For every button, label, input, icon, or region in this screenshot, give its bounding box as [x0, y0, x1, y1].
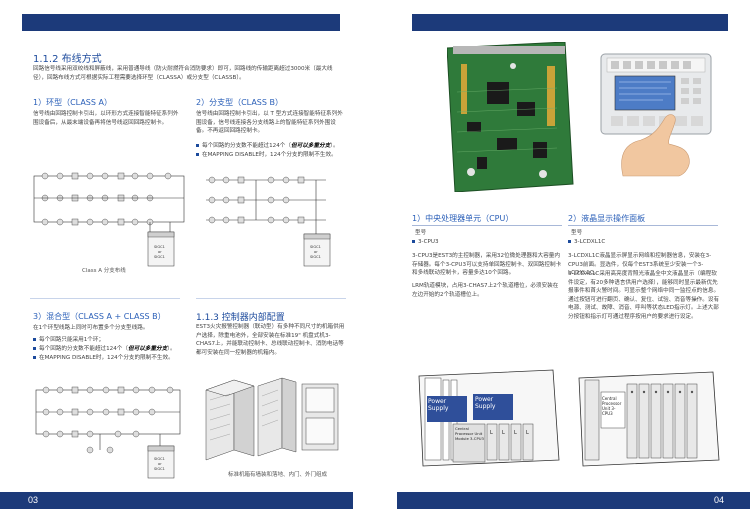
bullet-dot [412, 240, 415, 243]
svg-text:SIGC1: SIGC1 [310, 255, 321, 259]
class-b-bullet-1: 每个回路的分支数不能超过124个（但可以多重分支）。 [196, 142, 346, 151]
class-b-title: 2）分支型（CLASS B） [196, 98, 283, 107]
page-number: 03 [28, 495, 39, 505]
svg-text:or: or [314, 250, 318, 254]
slot-label: L [526, 430, 529, 436]
footer-bar: 03 [0, 492, 353, 509]
page-number: 04 [713, 495, 724, 505]
cabinet-illustration [205, 377, 339, 461]
class-b-diagram: SIGC1 or SIGC1 [206, 176, 331, 267]
cpu-text-1: 3-CPU3是EST3的主控制器，采用32位微处理器和大容量内存储器。每个3-C… [412, 253, 562, 277]
lcd-title: 2）液晶显示操作面板 [568, 214, 646, 223]
cpu-board-photo [447, 42, 574, 192]
mixed-diagram: SIGC1 or SIGC1 [35, 386, 181, 479]
bullet-dot [196, 144, 199, 147]
power-supply-label-2: Power Supply [475, 396, 496, 410]
cpu-text-2: LRM轨道模块，占用3-CHAS7上2个轨道槽位，必须安装在左边开始的2个轨道槽… [412, 283, 559, 298]
svg-text:SIGC1: SIGC1 [154, 245, 165, 249]
lcd-text-2: 3-LCDXL1C采用高亮度背照光液晶全中文液晶显示（编程软件设定，有20多种语… [568, 271, 720, 320]
slot-label: L [514, 430, 517, 436]
section-1-1-3-text: EST3火灾报警控制器（联动型）有多种不同尺寸的机箱供用户选择，除重电池外，全部… [196, 324, 345, 356]
class-b-text: 信号线由回路控制卡引出，以 T 型方式连接智能特征系列外围设备，信号线连接各分支… [196, 111, 343, 135]
svg-text:SIGC1: SIGC1 [154, 255, 165, 259]
lcd-model: 3-LCDXL1C [568, 238, 605, 247]
top-banner [22, 14, 340, 31]
divider [196, 298, 346, 299]
cpu-model: 3-CPU3 [412, 238, 439, 247]
svg-text:or: or [158, 250, 162, 254]
divider [412, 225, 562, 226]
slot-label: L [490, 430, 493, 436]
mixed-text: 在1个环型线路上同时可布置多个分支型线路。 [33, 325, 149, 331]
mixed-bullet-2: 每个回路的分支数不能超过124个（但可以多重分支）。 [33, 345, 188, 354]
mixed-title: 3）混合型（CLASS A + CLASS B） [33, 312, 166, 321]
cpu-title: 1）中央处理器单元（CPU） [412, 214, 514, 223]
footer-bar: 04 [397, 492, 750, 509]
section-title-1-1-2: 1.1.2 布线方式 [33, 54, 102, 65]
lcd-chassis-diagram: Central Processor Unit 3-CPU3 [575, 370, 725, 468]
chassis-outline [418, 369, 560, 467]
cpu-model-label: 型号 [415, 230, 427, 236]
mixed-bullet-3: 在MAPPING DISABLE时，124个分支的限制不生效。 [33, 354, 188, 363]
bullet-dot [33, 338, 36, 341]
lcd-model-label: 型号 [571, 230, 583, 236]
mixed-bullet-1: 每个回路只能采用1个环； [33, 336, 188, 345]
chassis-outline [578, 371, 720, 467]
class-a-title: 1）环型（CLASS A） [33, 98, 112, 107]
bullet-dot [568, 240, 571, 243]
svg-text:SIGC1: SIGC1 [154, 467, 165, 471]
power-supply-label-1: Power Supply [428, 398, 449, 412]
bullet-dot [196, 153, 199, 156]
svg-text:or: or [158, 462, 162, 466]
slot-label: L [502, 430, 505, 436]
bullet-dot [33, 347, 36, 350]
intro-text: 回路信号线采用双绞线和屏蔽线，采用普通导线（防火耐燃符合消防要求）即可，回路线的… [33, 66, 333, 81]
left-page: 1.1.2 布线方式 回路信号线采用双绞线和屏蔽线，采用普通导线（防火耐燃符合消… [0, 14, 353, 509]
class-b-bullet-2: 在MAPPING DISABLE时，124个分支的限制不生效。 [196, 151, 346, 160]
class-a-caption: Class A 分支布线 [82, 268, 126, 274]
divider [30, 298, 180, 299]
bullet-dot [33, 356, 36, 359]
cpu-module-label: Central Processor Unit Module 3-CPU3 [455, 426, 484, 441]
right-page: 1）中央处理器单元（CPU） 型号 3-CPU3 3-CPU3是EST3的主控制… [375, 0, 750, 524]
svg-text:SIGC1: SIGC1 [154, 457, 165, 461]
lcd-text-1: 3-LCDXL1C液晶显示屏显示网络和控制器信息，安装在3-CPU3前面。显选件… [568, 253, 712, 277]
top-banner [412, 14, 728, 31]
class-a-diagram: SIGC1 or SIGC1 [33, 172, 185, 267]
lcd-panel-photo [600, 53, 712, 177]
divider [568, 225, 718, 226]
cpu-chassis-diagram: Power Supply Power Supply Central Proces… [413, 368, 565, 468]
lcd-cpu-label: Central Processor Unit 3-CPU3 [602, 396, 622, 416]
class-a-text: 信号线由回路控制卡引出，以环形方式连接智能特征系列外围设备后，从最末端设备再将信… [33, 111, 179, 126]
cabinet-caption: 标准机箱有墙装和落地、内门、外门组成 [228, 472, 328, 478]
section-title-1-1-3: 1.1.3 控制器内部配置 [196, 313, 285, 323]
svg-text:SIGC1: SIGC1 [310, 245, 321, 249]
